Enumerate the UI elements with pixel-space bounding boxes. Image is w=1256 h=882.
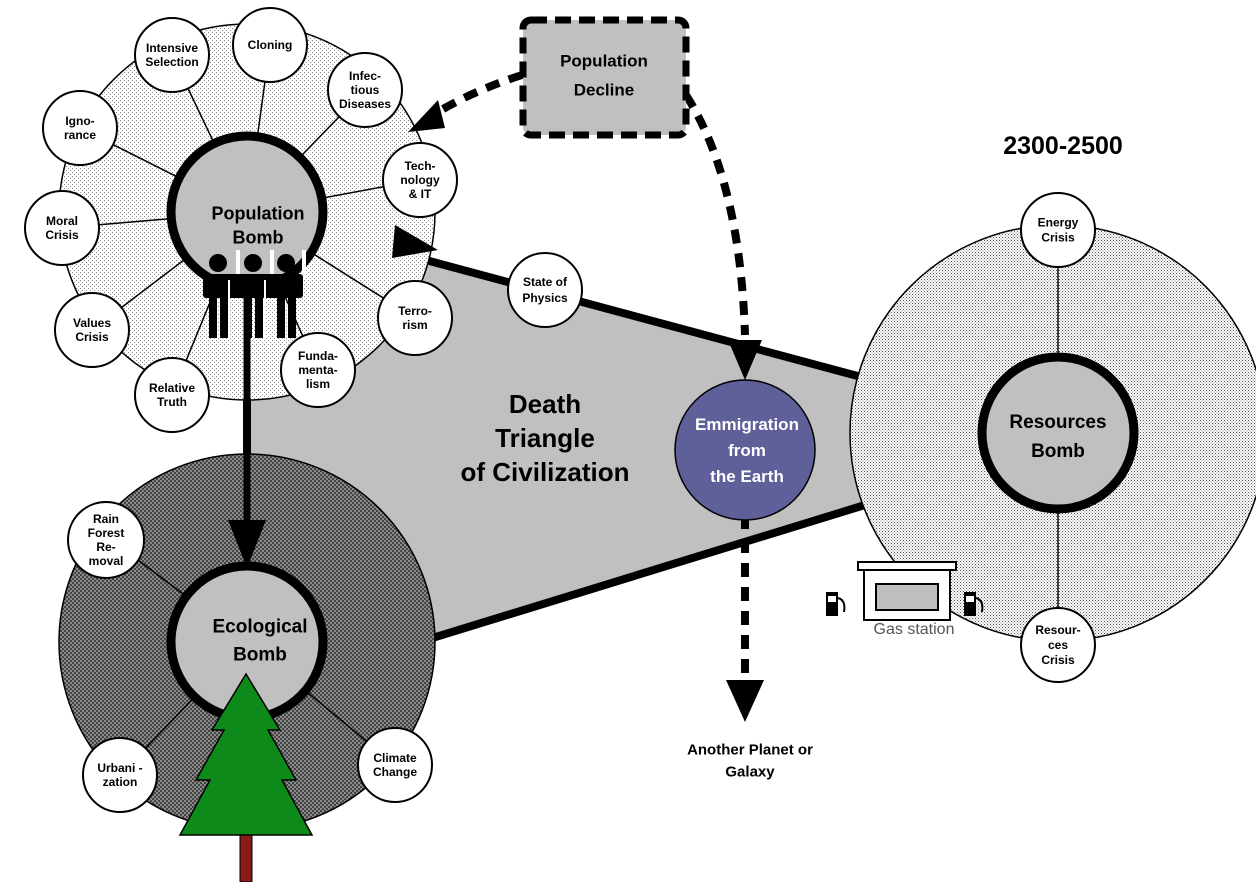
sat-ignorance xyxy=(42,90,118,166)
gas-station-icon xyxy=(826,561,984,621)
sat-fundamentalism xyxy=(280,332,356,408)
sat-label-ignorance: Igno-rance xyxy=(64,114,96,142)
gas-station-label: Gas station xyxy=(874,621,955,638)
sat-state-of-physics xyxy=(507,252,583,328)
sat-relative-truth xyxy=(134,357,210,433)
emigration-node xyxy=(674,379,816,521)
period-label: 2300-2500 xyxy=(1003,132,1123,160)
sat-infectious-diseases xyxy=(327,52,403,128)
population-decline-box xyxy=(519,16,690,139)
sat-label-terrorism: Terro-rism xyxy=(398,304,432,332)
tree-icon xyxy=(178,672,314,882)
sat-label-technology_it: Tech-nology& IT xyxy=(400,159,440,201)
sat-label-urbanization: Urbani -zation xyxy=(97,761,142,789)
sat-intensive-selection xyxy=(134,17,210,93)
sat-label-cloning: Cloning xyxy=(248,38,293,52)
sat-technology-it xyxy=(382,142,458,218)
sat-climate-change xyxy=(357,727,433,803)
sat-energy-crisis xyxy=(1020,192,1096,268)
sat-moral-crisis xyxy=(24,190,100,266)
sat-label-fundamentalism: Funda-menta-lism xyxy=(298,349,338,391)
sat-terrorism xyxy=(377,280,453,356)
people-icon xyxy=(203,250,306,340)
sat-urbanization xyxy=(82,737,158,813)
sat-rain-forest xyxy=(67,501,145,579)
sat-cloning xyxy=(232,7,308,83)
sat-resources-crisis xyxy=(1020,607,1096,683)
resources-bomb-node xyxy=(977,352,1139,514)
sat-values-crisis xyxy=(54,292,130,368)
